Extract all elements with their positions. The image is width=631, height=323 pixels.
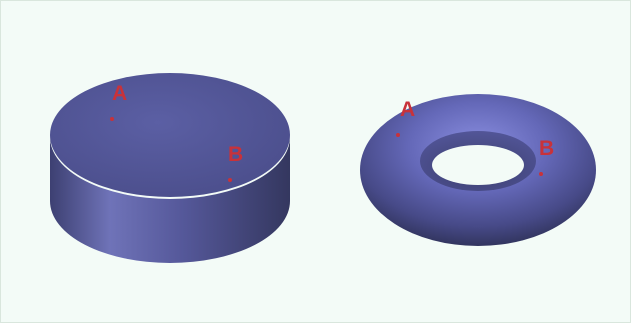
cylinder-top-face	[50, 73, 290, 197]
cylinder-shape: A B	[50, 73, 290, 263]
torus-point-a	[396, 133, 400, 137]
torus-point-b-label: B	[539, 137, 554, 160]
cylinder-side	[50, 137, 290, 263]
torus-shape: A B	[360, 94, 596, 246]
cylinder-point-b	[228, 178, 232, 182]
torus-hole	[432, 145, 524, 185]
cylinder-point-a	[110, 117, 114, 121]
torus-point-a-label: A	[400, 98, 415, 121]
cylinder-point-b-label: B	[228, 143, 243, 166]
torus-point-b	[539, 172, 543, 176]
cylinder-point-a-label: A	[112, 82, 127, 105]
